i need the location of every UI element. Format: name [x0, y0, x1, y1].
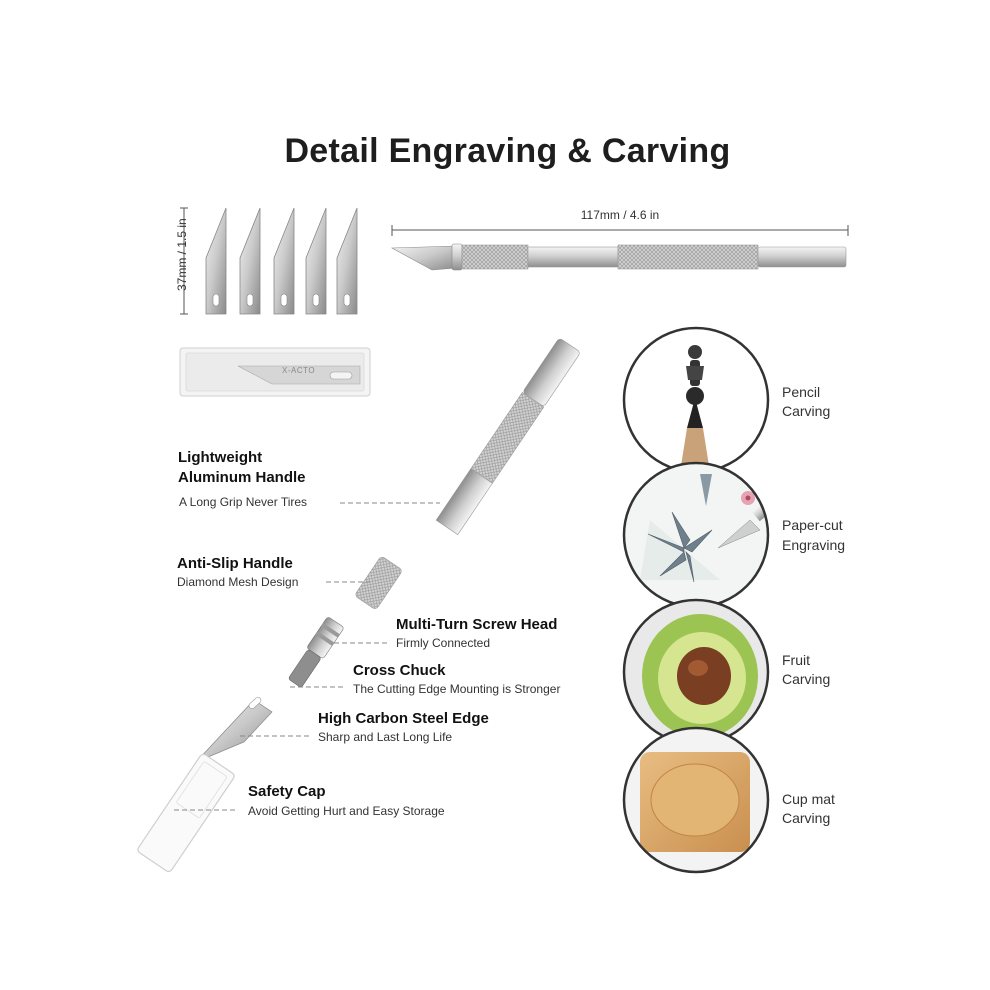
feature-lightweight-subtitle: A Long Grip Never Tires [179, 495, 308, 509]
feature-screw-head-subtitle: Firmly Connected [396, 636, 491, 650]
feature-safety-cap-subtitle: Avoid Getting Hurt and Easy Storage [248, 804, 445, 818]
blade-height-dimension [180, 207, 188, 315]
feature-screw-head-title: Multi-Turn Screw Head [396, 616, 558, 633]
paper-cut-icon [622, 461, 770, 609]
handle-length-dimension [391, 225, 849, 236]
use-pencil-line2: Carving [782, 403, 831, 419]
safety-cap-shape [137, 753, 235, 873]
diagonal-blade [195, 697, 273, 763]
feature-cross-chuck-subtitle: The Cutting Edge Mounting is Stronger [353, 682, 561, 696]
feature-lightweight-title-2: Aluminum Handle [178, 469, 306, 486]
blade-case [179, 347, 371, 397]
avocado-icon [622, 598, 770, 746]
use-cup-mat-line1: Cup mat [782, 791, 835, 807]
feature-cross-chuck-title: Cross Chuck [353, 662, 446, 679]
handle-length-label: 117mm / 4.6 in [580, 208, 660, 222]
cup-mat-icon [622, 726, 770, 874]
use-fruit-line2: Carving [782, 671, 831, 687]
leader-lines [174, 502, 440, 811]
blade-case-label: X-ACTO [282, 366, 316, 375]
feature-safety-cap-title: Safety Cap [248, 783, 326, 800]
feature-anti-slip-title: Anti-Slip Handle [177, 555, 293, 572]
page-title: Detail Engraving & Carving [284, 132, 731, 170]
horizontal-knife [390, 243, 847, 271]
use-paper-cut-line2: Engraving [782, 537, 846, 553]
feature-steel-edge-title: High Carbon Steel Edge [318, 710, 489, 727]
use-paper-cut-line1: Paper-cut [782, 517, 843, 533]
use-cup-mat-line2: Carving [782, 810, 831, 826]
exploded-knife [137, 338, 580, 873]
feature-steel-edge-subtitle: Sharp and Last Long Life [318, 730, 453, 744]
feature-anti-slip-subtitle: Diamond Mesh Design [177, 575, 299, 589]
blade-set [205, 207, 358, 315]
use-pencil-line1: Pencil [782, 384, 821, 400]
feature-lightweight-title-1: Lightweight [178, 449, 263, 466]
use-fruit-line1: Fruit [782, 652, 810, 668]
blade-height-label: 37mm / 1.5 in [175, 218, 189, 291]
pencil-carving-icon [622, 326, 770, 474]
